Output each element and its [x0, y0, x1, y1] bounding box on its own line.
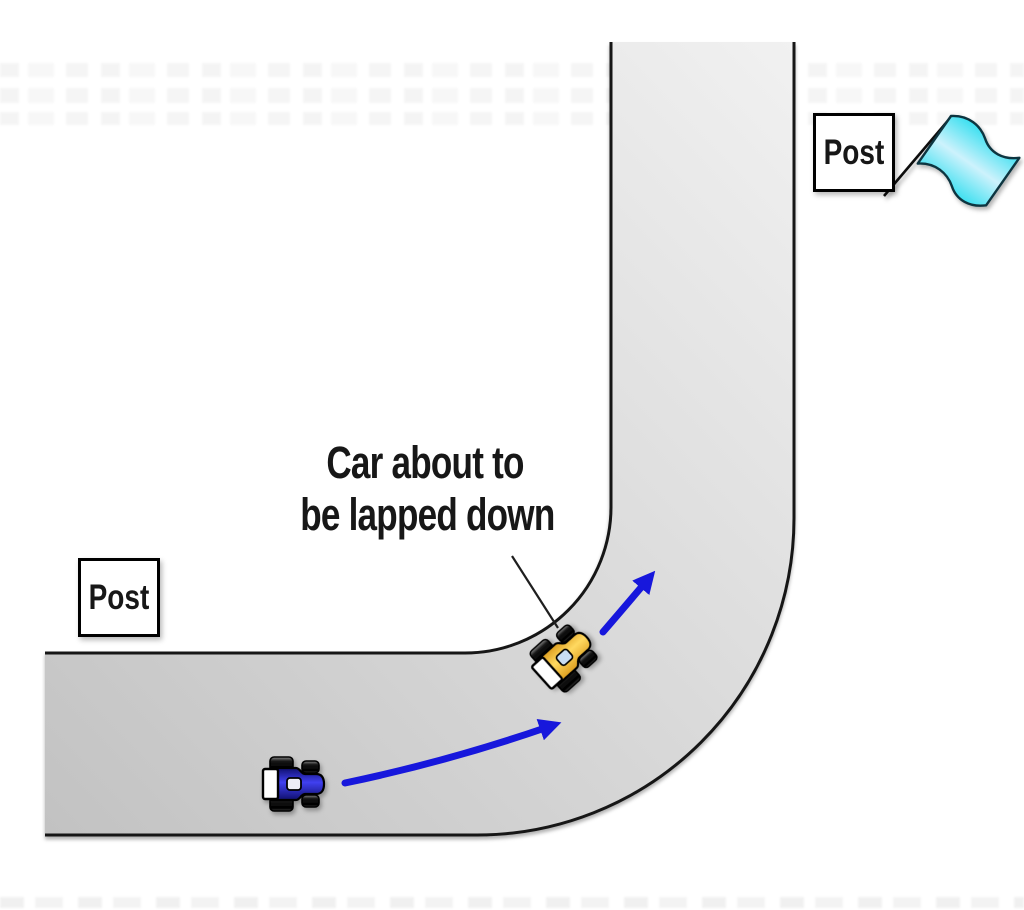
faded-text-artifact: [0, 63, 1024, 77]
car-wheel: [301, 794, 320, 808]
post-marker-left: Post: [78, 558, 160, 637]
caption-pointer-line: [511, 555, 559, 629]
blue-race-car: [261, 756, 326, 812]
car-wheel: [555, 624, 575, 643]
car-wheel: [269, 796, 294, 812]
car-wheel: [529, 638, 555, 663]
yellow-race-car: [529, 624, 598, 693]
post-marker-right: Post: [813, 113, 895, 192]
caption-line-1: Car about to: [326, 437, 524, 488]
faded-text-artifact: [0, 897, 1024, 908]
car-wheel: [269, 756, 294, 772]
post-label: Post: [823, 132, 885, 172]
faded-text-artifact: [0, 88, 1024, 103]
car-wheel: [301, 760, 320, 774]
blue-flag-icon: [916, 114, 1021, 207]
blue-car-direction-arrow: [341, 719, 562, 787]
post-flag: [883, 114, 1021, 207]
car-body: [535, 631, 592, 686]
car-wheel: [578, 649, 598, 669]
car-body: [267, 766, 326, 802]
yellow-car-direction-arrow: [599, 570, 656, 636]
post-label: Post: [88, 577, 150, 617]
car-cockpit: [555, 648, 574, 667]
car-cockpit: [286, 777, 302, 791]
car-rear-wing: [261, 767, 280, 801]
lapped-car-caption: Car about to be lapped down: [265, 437, 585, 541]
car-rear-wing: [531, 656, 564, 690]
caption-line-2: be lapped down: [300, 489, 555, 540]
car-wheel: [556, 668, 581, 693]
